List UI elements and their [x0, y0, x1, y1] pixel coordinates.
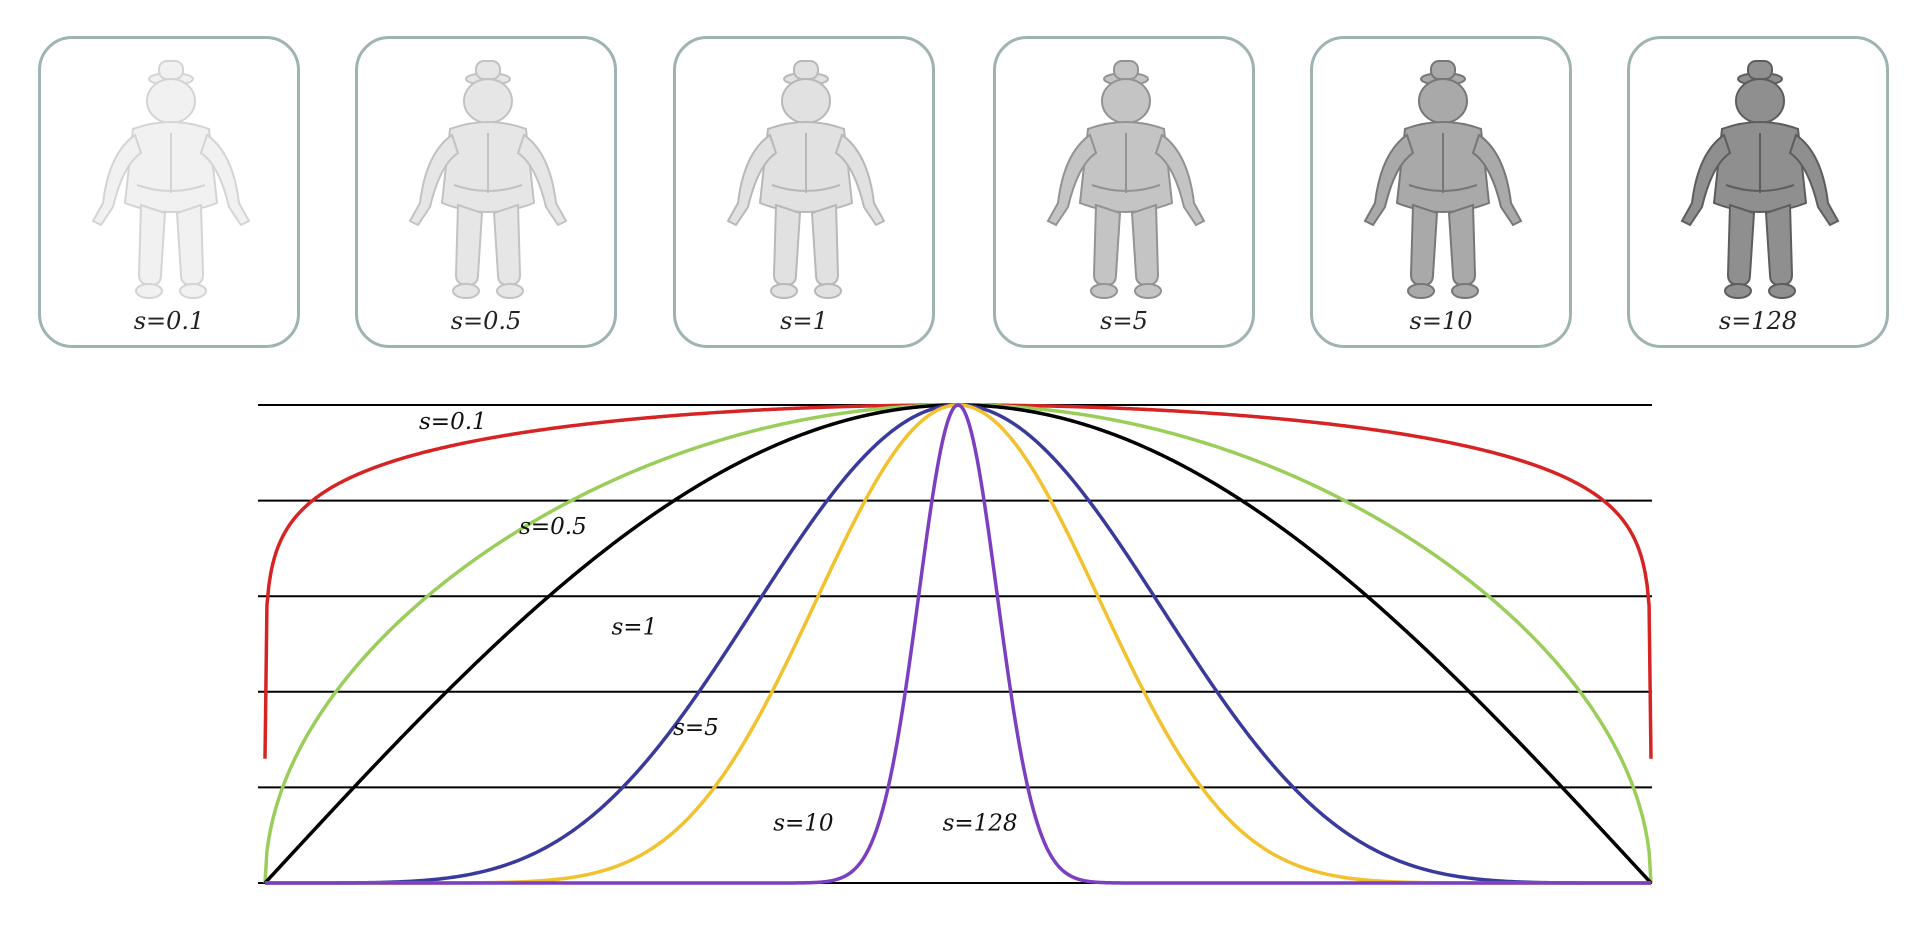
right-foot	[814, 283, 842, 299]
curve-label-s=1: s=1	[612, 614, 658, 640]
character-figure	[1680, 60, 1840, 299]
head	[781, 78, 831, 124]
right-arm	[1788, 133, 1840, 227]
left-leg	[1092, 203, 1122, 287]
panel-label: s=1	[780, 307, 828, 335]
right-leg	[1447, 203, 1477, 287]
figure-body	[726, 60, 886, 299]
panel-label: s=10	[1409, 307, 1473, 335]
left-foot	[1724, 283, 1752, 299]
figure-body	[1680, 60, 1840, 299]
left-leg	[1409, 203, 1439, 287]
left-leg	[137, 203, 167, 287]
panel-s-5: s=5	[993, 36, 1255, 348]
panel-s-1: s=1	[673, 36, 935, 348]
left-arm	[1363, 133, 1415, 227]
left-arm	[1046, 133, 1098, 227]
head	[146, 78, 196, 124]
curves	[263, 403, 1653, 885]
panel-s-0.1: s=0.1	[38, 36, 300, 348]
panel-s-0.5: s=0.5	[355, 36, 617, 348]
left-foot	[1090, 283, 1118, 299]
panel-label: s=0.5	[450, 307, 522, 335]
left-leg	[454, 203, 484, 287]
panel-s-10: s=10	[1310, 36, 1572, 348]
right-leg	[175, 203, 205, 287]
hat-top	[1430, 60, 1456, 80]
head	[463, 78, 513, 124]
right-foot	[1451, 283, 1479, 299]
left-arm	[408, 133, 460, 227]
character-figure	[1046, 60, 1206, 299]
figure-body	[408, 60, 568, 299]
curve-label-s=0.5: s=0.5	[519, 514, 587, 540]
character-figure	[91, 60, 251, 299]
curve-label-s=10: s=10	[773, 810, 833, 836]
curve-label-s=128: s=128	[943, 810, 1018, 836]
left-arm	[91, 133, 143, 227]
left-arm	[1680, 133, 1732, 227]
right-leg	[492, 203, 522, 287]
left-foot	[452, 283, 480, 299]
panel-label: s=5	[1100, 307, 1148, 335]
hat-top	[475, 60, 501, 80]
right-leg	[1764, 203, 1794, 287]
curve-s=128	[265, 403, 1651, 885]
left-foot	[770, 283, 798, 299]
character-figure	[408, 60, 568, 299]
figure-body	[91, 60, 251, 299]
right-arm	[834, 133, 886, 227]
character-figure	[1363, 60, 1523, 299]
right-foot	[1134, 283, 1162, 299]
curve-label-s=0.1: s=0.1	[419, 409, 487, 435]
head	[1101, 78, 1151, 124]
shading-panels: s=0.1 s=0.5 s=1 s=5 s=10 s=128	[0, 0, 1928, 370]
figure-body	[1363, 60, 1523, 299]
right-foot	[496, 283, 524, 299]
curve-s=0.1	[263, 403, 1653, 759]
right-leg	[810, 203, 840, 287]
panel-label: s=0.1	[133, 307, 205, 335]
curve-label-s=5: s=5	[673, 715, 719, 741]
right-arm	[516, 133, 568, 227]
left-foot	[135, 283, 163, 299]
falloff-curve-chart: s=0.1 s=0.5 s=1 s=5 s=10 s=128	[258, 403, 1653, 885]
head	[1735, 78, 1785, 124]
right-leg	[1130, 203, 1160, 287]
head	[1418, 78, 1468, 124]
right-arm	[1154, 133, 1206, 227]
curve-labels: s=0.1 s=0.5 s=1 s=5 s=10 s=128	[419, 409, 1018, 837]
right-arm	[1471, 133, 1523, 227]
hat-top	[793, 60, 819, 80]
hat-top	[158, 60, 184, 80]
right-arm	[199, 133, 251, 227]
left-leg	[772, 203, 802, 287]
left-arm	[726, 133, 778, 227]
panel-label: s=128	[1718, 307, 1798, 335]
right-foot	[179, 283, 207, 299]
figure-body	[1046, 60, 1206, 299]
panel-s-128: s=128	[1627, 36, 1889, 348]
left-foot	[1407, 283, 1435, 299]
hat-top	[1113, 60, 1139, 80]
hat-top	[1747, 60, 1773, 80]
left-leg	[1726, 203, 1756, 287]
character-figure	[726, 60, 886, 299]
right-foot	[1768, 283, 1796, 299]
